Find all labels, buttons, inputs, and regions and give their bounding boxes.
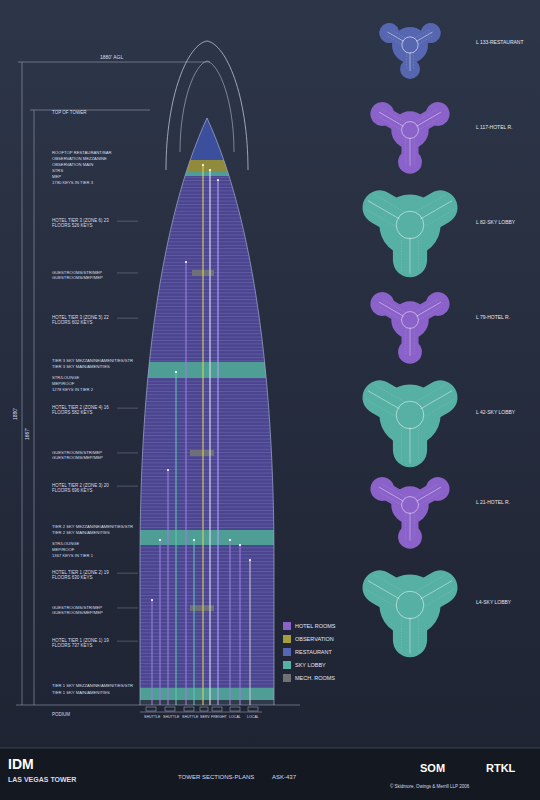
zone-callout: PODIUM bbox=[52, 712, 137, 717]
leader-line bbox=[117, 607, 138, 608]
zone-callout: 1278 KEYS IN TIER 2 bbox=[52, 387, 137, 392]
elevator-label: SHUTTLE bbox=[163, 715, 179, 719]
leader-line bbox=[117, 573, 138, 574]
zone-callout: OBSERVATION MEZZANINE bbox=[52, 156, 137, 161]
legend-swatch bbox=[283, 635, 291, 643]
floor-plan: L 133-RESTAURANT bbox=[330, 0, 540, 100]
zone-callout: TIER 1 SKY MAIN/AMENITIES bbox=[52, 690, 137, 695]
zone-callout: OBSERVATION MAIN bbox=[52, 162, 137, 167]
leader-line bbox=[117, 486, 138, 487]
zone-callout: HOTEL TIER 3 (ZONE 6) 23 FLOORS 526 KEYS bbox=[52, 218, 114, 229]
title-block-text: RTKL bbox=[486, 762, 515, 775]
title-block-text: ASK-437 bbox=[272, 774, 296, 781]
leader-line bbox=[117, 318, 138, 319]
zone-callout: TIER 3 SKY MEZZANINE/AMENITIES/STR bbox=[52, 358, 137, 363]
elevator-label: LOCAL bbox=[229, 715, 241, 719]
plan-outline bbox=[330, 450, 490, 560]
zone-callout: HOTEL TIER 1 (ZONE 1) 19 FLOORS 737 KEYS bbox=[52, 638, 114, 649]
title-block-text: © Skidmore, Owings & Merrill LLP 2006 bbox=[390, 784, 469, 789]
floor-plan: L 117-HOTEL R. bbox=[330, 75, 540, 185]
title-block-text: IDM bbox=[8, 756, 34, 773]
legend-swatch bbox=[283, 674, 291, 682]
dimension-label: 1880' bbox=[12, 408, 18, 420]
zone-callout: TIER 2 SKY MAIN/AMENITIES bbox=[52, 530, 137, 535]
plan-label: L 133-RESTAURANT bbox=[476, 39, 524, 45]
zone-callout: ROOFTOP RESTAURANT/BAR bbox=[52, 150, 137, 155]
leader-line bbox=[117, 221, 138, 222]
elevator-label: SERV bbox=[200, 715, 210, 719]
elevator-label: SHUTTLE bbox=[182, 715, 198, 719]
plan-outline bbox=[330, 360, 490, 470]
zone-callout: MEP/ROOF bbox=[52, 547, 137, 552]
legend-text: MECH. ROOMS bbox=[295, 675, 335, 681]
plan-label: L 79-HOTEL R. bbox=[476, 314, 510, 320]
zone-callout: TIER 3 SKY MAIN/AMENITIES bbox=[52, 364, 137, 369]
zone-callout: STR/LOUNGE bbox=[52, 375, 137, 380]
zone-callout: TOP OF TOWER bbox=[52, 110, 137, 115]
leader-line bbox=[117, 272, 138, 273]
zone-callout: TIER 2 SKY MEZZANINE/AMENITIES/STR bbox=[52, 524, 137, 529]
plan-label: L 21-HOTEL R. bbox=[476, 499, 510, 505]
leader-line bbox=[117, 408, 138, 409]
leader-line bbox=[117, 452, 138, 453]
plan-outline bbox=[330, 75, 490, 185]
plan-label: L 82-SKY LOBBY bbox=[476, 219, 515, 225]
plan-outline bbox=[330, 170, 490, 280]
zone-callout: 1780 KEYS IN TIER 3 bbox=[52, 180, 137, 185]
dimension-label: 1667' bbox=[24, 428, 30, 440]
floor-plan: L 21-HOTEL R. bbox=[330, 450, 540, 560]
dimension-label: 1880' AGL bbox=[100, 54, 123, 60]
zone-callout: HOTEL TIER 3 (ZONE 5) 22 FLOORS 602 KEYS bbox=[52, 315, 114, 326]
floor-plan: L 82-SKY LOBBY bbox=[330, 170, 540, 280]
legend-swatch bbox=[283, 648, 291, 656]
floor-plan: L4-SKY LOBBY bbox=[330, 550, 540, 660]
plan-label: L 42-SKY LOBBY bbox=[476, 409, 515, 415]
title-block-text: SOM bbox=[420, 762, 445, 775]
leader-line bbox=[117, 641, 138, 642]
zone-callout: GUESTROOMS/STR/MEP GUESTROOMS/MEP/MEP bbox=[52, 270, 114, 280]
plan-label: L4-SKY LOBBY bbox=[476, 599, 511, 605]
legend-text: RESTAURANT bbox=[295, 649, 332, 655]
plan-label: L 117-HOTEL R. bbox=[476, 124, 513, 130]
zone-callout: GUESTROOMS/STR/MEP GUESTROOMS/MEP/MEP bbox=[52, 605, 114, 615]
zone-callout: STRS bbox=[52, 168, 137, 173]
drawing-title: LAS VEGAS TOWER bbox=[8, 776, 76, 784]
plan-outline bbox=[330, 265, 490, 375]
zone-callout: GUESTROOMS/STR/MEP GUESTROOMS/MEP/MEP bbox=[52, 450, 114, 460]
title-block-text: TOWER SECTIONS-PLANS bbox=[178, 774, 254, 781]
elevator-label: FREIGHT bbox=[211, 715, 227, 719]
zone-callout: TIER 1 SKY MEZZANINE/AMENITIES/STR bbox=[52, 683, 137, 688]
floor-plan: L 79-HOTEL R. bbox=[330, 265, 540, 375]
zone-callout: MEP bbox=[52, 174, 137, 179]
elevator-label: LOCAL bbox=[247, 715, 259, 719]
elevator-label: SHUTTLE bbox=[144, 715, 160, 719]
zone-callout: STR/LOUNGE bbox=[52, 541, 137, 546]
zone-callout: HOTEL TIER 2 (ZONE 4) 16 FLOORS 582 KEYS bbox=[52, 405, 114, 416]
zone-callout: MEP/ROOF bbox=[52, 381, 137, 386]
plan-outline bbox=[330, 550, 490, 660]
legend-swatch bbox=[283, 661, 291, 669]
legend-text: OBSERVATION bbox=[295, 636, 334, 642]
zone-callout: HOTEL TIER 1 (ZONE 2) 19 FLOORS 630 KEYS bbox=[52, 570, 114, 581]
zone-callout: HOTEL TIER 2 (ZONE 3) 20 FLOORS 696 KEYS bbox=[52, 483, 114, 494]
floor-plan: L 42-SKY LOBBY bbox=[330, 360, 540, 470]
legend-text: SKY LOBBY bbox=[295, 662, 326, 668]
zone-callout: 1367 KEYS IN TIER 1 bbox=[52, 553, 137, 558]
plan-outline bbox=[330, 0, 490, 100]
legend-swatch bbox=[283, 622, 291, 630]
legend-text: HOTEL ROOMS bbox=[295, 623, 335, 629]
